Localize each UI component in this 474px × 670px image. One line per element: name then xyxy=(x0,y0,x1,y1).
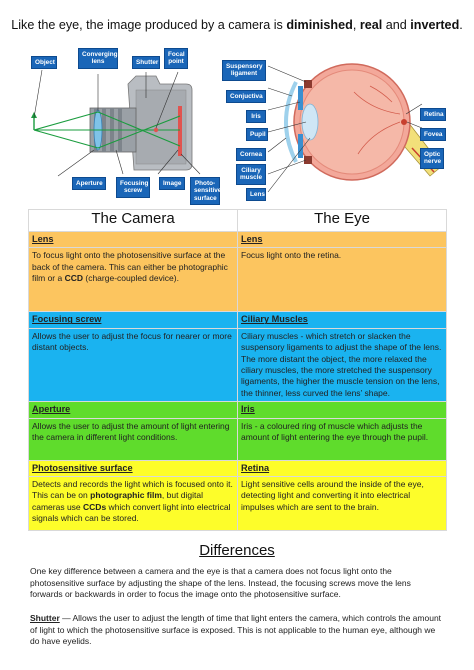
cell-text: Allows the user to adjust the amount of … xyxy=(28,417,238,461)
cell-text: Allows the user to adjust the focus for … xyxy=(28,327,238,403)
intro-word-real: real xyxy=(359,18,383,32)
cell-text: Focus light onto the retina. xyxy=(237,247,447,313)
table-row: Focusing screw Ciliary Muscles xyxy=(28,311,447,329)
table-row: Photosensitive surface Retina xyxy=(28,459,447,478)
shutter-term: Shutter xyxy=(30,613,60,623)
cell-title: Aperture xyxy=(32,404,71,415)
intro-lead: Like the eye, the image produced by a ca… xyxy=(11,18,287,32)
cell-title: Retina xyxy=(241,462,270,473)
cell-title: Focusing screw xyxy=(32,314,102,325)
cell-title: Lens xyxy=(32,234,54,244)
cell-title: Photosensitive surface xyxy=(32,462,133,473)
column-header-camera: The Camera xyxy=(28,209,238,232)
cell-text: Ciliary muscles - which stretch or slack… xyxy=(237,327,447,403)
intro-word-inverted: inverted xyxy=(410,18,460,32)
label-image: Image xyxy=(159,177,185,191)
label-ciliary-muscle: Ciliary muscle xyxy=(236,164,266,185)
label-focal-point: Focal point xyxy=(164,48,188,69)
table-row: Lens Lens xyxy=(28,230,447,249)
shutter-text: — Allows the user to adjust the length o… xyxy=(30,613,442,647)
label-pupil: Pupil xyxy=(246,128,268,142)
shutter-paragraph: Shutter — Allows the user to adjust the … xyxy=(30,613,444,648)
label-object: Object xyxy=(31,56,57,70)
comparison-table: The Camera The Eye Lens Lens To focus li… xyxy=(28,209,447,532)
cell-text: Light sensitive cells around the inside … xyxy=(237,476,447,532)
intro-word-diminished: diminished xyxy=(286,18,353,32)
column-header-eye: The Eye xyxy=(237,209,447,232)
table-row: To focus light onto the photosensitive s… xyxy=(28,247,447,313)
label-lens: Lens xyxy=(246,188,266,202)
table-row: Detects and records the light which is f… xyxy=(28,476,447,532)
cell-title: Lens xyxy=(241,234,263,244)
label-focusing-screw: Focusing screw xyxy=(116,177,150,198)
label-aperture: Aperture xyxy=(72,177,106,191)
intro-sep: , xyxy=(352,18,360,32)
label-photosensitive-surface: Photo- sensitive surface xyxy=(190,177,221,206)
label-shutter: Shutter xyxy=(132,56,160,70)
cell-text: Detects and records the light which is f… xyxy=(28,476,238,532)
eye-diagram xyxy=(267,63,443,193)
table-row: Allows the user to adjust the focus for … xyxy=(28,327,447,403)
label-iris: Iris xyxy=(246,110,266,124)
differences-paragraph: One key difference between a camera and … xyxy=(30,566,411,600)
cell-text: To focus light onto the photosensitive s… xyxy=(28,247,238,313)
label-optic-nerve: Optic nerve xyxy=(420,148,444,169)
intro-end: . xyxy=(459,18,463,32)
label-cornea: Cornea xyxy=(236,148,266,162)
label-suspensory-ligament: Suspensory ligament xyxy=(222,60,266,81)
differences-heading: Differences xyxy=(199,542,275,559)
label-fovea: Fovea xyxy=(420,128,446,142)
label-converging-lens: Converging lens xyxy=(78,48,118,69)
intro-sentence: Like the eye, the image produced by a ca… xyxy=(0,18,474,32)
table-row: Allows the user to adjust the amount of … xyxy=(28,417,447,461)
cell-text: Iris - a coloured ring of muscle which a… xyxy=(237,417,447,461)
diagrams: Object Converging lens Shutter Focal poi… xyxy=(0,42,474,208)
camera-diagram xyxy=(31,69,201,177)
cell-title: Iris xyxy=(241,404,255,415)
table-row: Aperture Iris xyxy=(28,401,447,419)
label-conjuctiva: Conjuctiva xyxy=(226,90,266,104)
cell-title: Ciliary Muscles xyxy=(241,314,308,325)
intro-sep: and xyxy=(382,18,411,32)
label-retina: Retina xyxy=(420,108,446,122)
